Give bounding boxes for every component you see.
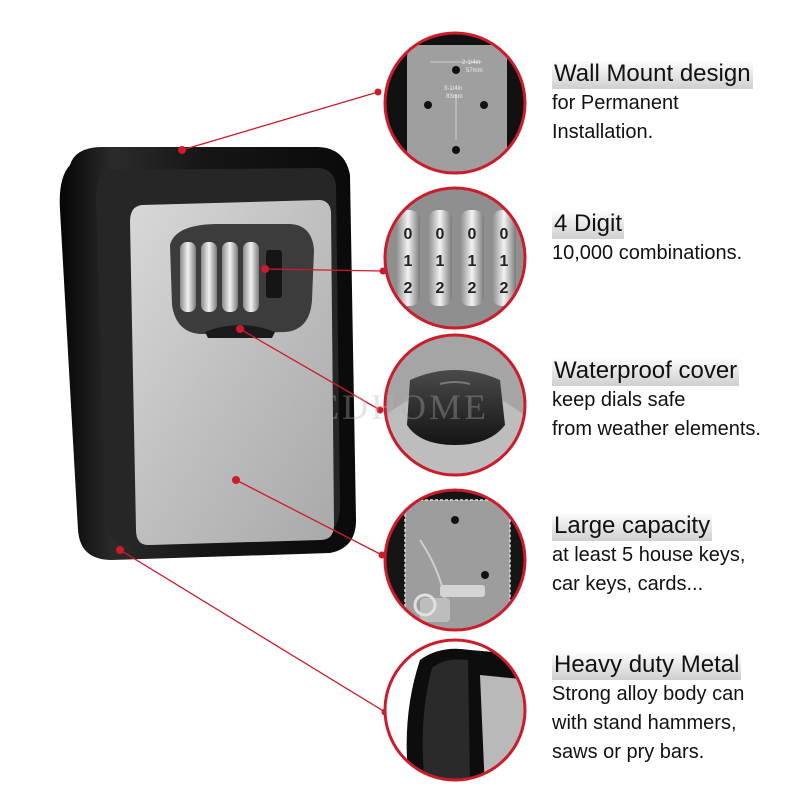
feature-line: at least 5 house keys, [552,544,746,566]
inset-label: 57mm [466,68,483,74]
feature-title: Wall Mount design [552,60,753,89]
feature-title: Large capacity [552,512,713,541]
inset-label: 83mm [446,94,463,100]
watermark: BEDHOME [290,387,489,427]
feature-line: Installation. [552,121,654,143]
dial-digit: 2 [468,280,477,297]
dial-digit: 2 [404,280,413,297]
dial-digit: 1 [436,253,445,270]
inset-label: 3-1/4in [444,86,462,92]
callout-lines [119,91,386,713]
feature-line: car keys, cards... [552,573,704,595]
dial-digit: 1 [468,253,477,270]
feature-line: from weather elements. [552,418,761,440]
feature-heavy-duty-metal: Heavy duty Metal Strong alloy body can w… [552,651,792,767]
lockbox [59,146,356,560]
feature-title: 4 Digit [552,210,625,239]
dial-digit: 1 [404,253,413,270]
dial-digit: 0 [500,226,509,243]
inset-keys-inside [383,488,527,632]
feature-line: keep dials safe [552,389,686,411]
feature-large-capacity: Large capacity at least 5 house keys, ca… [552,512,792,599]
feature-4-digit: 4 Digit 10,000 combinations. [552,210,792,268]
inset-combination-dials: 0 0 0 0 1 1 1 1 2 2 2 2 [383,186,527,330]
feature-line: 10,000 combinations. [552,242,743,264]
feature-wall-mount: Wall Mount design for Permanent Installa… [552,60,792,147]
inset-metal-body-edge [383,638,527,782]
feature-title: Heavy duty Metal [552,651,742,680]
dial-digit: 2 [500,280,509,297]
feature-waterproof-cover: Waterproof cover keep dials safe from we… [552,357,792,444]
dial-digit: 0 [468,226,477,243]
inset-wall-mount: 2-1/4in 57mm 3-1/4in 83mm [383,31,527,175]
dial-digit: 1 [500,253,509,270]
inset-label: 2-1/4in [462,60,480,66]
lockbox-dials [180,242,282,312]
feature-line: saws or pry bars. [552,741,705,763]
feature-line: for Permanent [552,92,679,114]
inset-waterproof-cover [383,333,527,477]
dial-digit: 2 [436,280,445,297]
dial-digit: 0 [404,226,413,243]
feature-line: Strong alloy body can [552,683,745,705]
feature-title: Waterproof cover [552,357,740,386]
dial-digit: 0 [436,226,445,243]
feature-line: with stand hammers, [552,712,737,734]
